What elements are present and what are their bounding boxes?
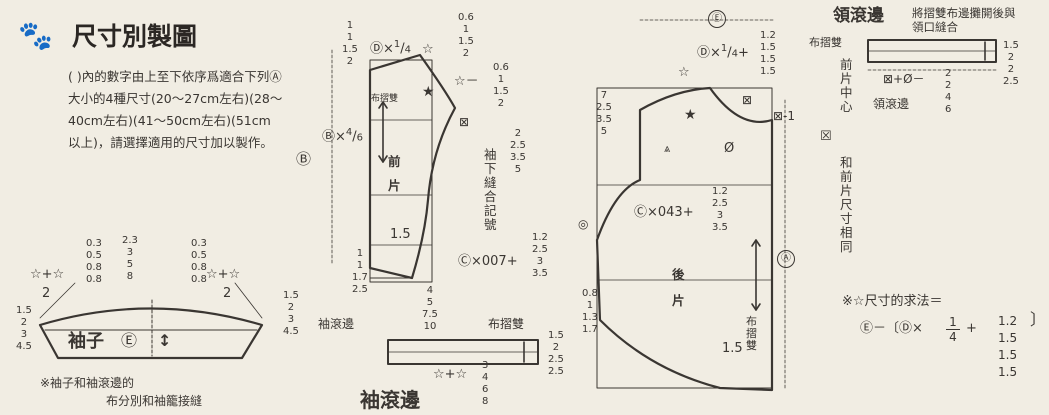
- same-as-front-text: 和前片尺寸相同: [840, 155, 853, 254]
- back-d-quarter: Ⓓ×1/4+: [697, 43, 749, 61]
- front-filled-star-icon: ★: [422, 84, 435, 100]
- sleeve-fold-arrow-icon: ↕: [158, 331, 172, 350]
- collar-note: 將摺雙布邊攤開後與領口縫合: [912, 6, 1016, 34]
- front-b-letter: Ⓑ: [296, 150, 312, 168]
- sleeve-right-half: 2: [223, 286, 232, 301]
- intro-text: ( )內的數字由上至下依序爲適合下列Ⓐ大小的4種尺寸(20～27cm左右)(28…: [68, 69, 283, 150]
- back-phi-label: Ø: [724, 141, 735, 156]
- cuff-fold-label: 布摺雙: [488, 317, 525, 331]
- collar-fold-label: 布摺雙: [809, 36, 842, 49]
- collar-binding-small-label: 領滾邊: [873, 97, 910, 111]
- back-label: 後片: [672, 267, 685, 308]
- back-triangle-mark: ⩓: [664, 142, 671, 155]
- sleeve-note-2: 布分別和袖籠接縫: [106, 394, 203, 408]
- back-circle-mark: ◎: [578, 217, 589, 231]
- back-outline: [595, 86, 774, 392]
- front-b-arrowhead-top: [378, 101, 388, 109]
- back-minus-one: ⊠-1: [773, 109, 796, 123]
- sleeve-cap-guide-left: [39, 282, 76, 319]
- back-filled-star-icon: ★: [684, 107, 697, 123]
- sleeve-cuff-title: 袖滾邊: [360, 388, 420, 412]
- back-fold-arrowhead-bottom: [751, 303, 761, 311]
- sleeve-right-star-label: ☆+☆: [206, 267, 241, 282]
- back-c-formula: Ⓒ×043+: [634, 205, 694, 220]
- sleeve-note-1: ※袖子和袖滾邊的: [40, 376, 135, 390]
- front-one-five: 1.5: [390, 227, 411, 242]
- back-fold-arrowhead-top: [751, 239, 761, 247]
- front-b-label: Ⓑ×4/6: [322, 127, 364, 145]
- star-formula: Ⓔ－〔Ⓓ×: [860, 321, 923, 336]
- back-e-letter: Ⓔ: [708, 10, 726, 28]
- front-cross-box-icon: ⊠: [459, 115, 470, 129]
- sleeve-label: 袖子: [68, 331, 104, 352]
- page-title: 尺寸別製圖: [72, 22, 198, 51]
- sleeve-mark-text: 袖下縫合記號: [484, 147, 497, 232]
- sleeve-outline: [38, 307, 264, 360]
- star-plus: +: [966, 321, 977, 336]
- sleeve-left-star-label: ☆+☆: [30, 267, 65, 282]
- sleeve-cap-guide-right: [234, 282, 263, 319]
- back-fold-text: 布摺雙: [746, 315, 757, 352]
- star-method: ※☆尺寸的求法＝: [842, 294, 943, 309]
- front-label: 前片: [388, 154, 401, 193]
- back-cross-box-icon: ⊠: [742, 93, 753, 107]
- back-box-icon: ☒: [820, 129, 832, 144]
- front-center-text: 前片中心: [840, 57, 853, 114]
- back-star-icon: ☆: [678, 65, 690, 80]
- front-star-icon: ☆: [422, 42, 434, 57]
- sleeve-letter: Ⓔ: [121, 331, 138, 350]
- front-outline: [368, 53, 457, 280]
- back-a-letter: Ⓐ: [777, 250, 795, 268]
- cuff-side-label: 袖滾邊: [318, 317, 355, 331]
- collar-title: 領滾邊: [833, 6, 884, 26]
- star-bracket: 〕: [1030, 310, 1047, 329]
- front-fold-text: 布摺雙: [371, 94, 399, 104]
- front-b-arrowhead-bottom: [378, 155, 388, 163]
- front-side-star-icon: ☆－: [454, 74, 479, 89]
- cuff-star-label: ☆+☆: [433, 367, 468, 382]
- paw-icon: 🐾: [18, 19, 53, 52]
- collar-len-formula: ⊠+Ø－: [883, 72, 925, 86]
- sleeve-left-half: 2: [42, 286, 51, 301]
- back-one-five: 1.5: [722, 341, 743, 356]
- front-c-formula: Ⓒ×007+: [458, 254, 518, 269]
- front-d-quarter: Ⓓ×1/4: [370, 39, 412, 57]
